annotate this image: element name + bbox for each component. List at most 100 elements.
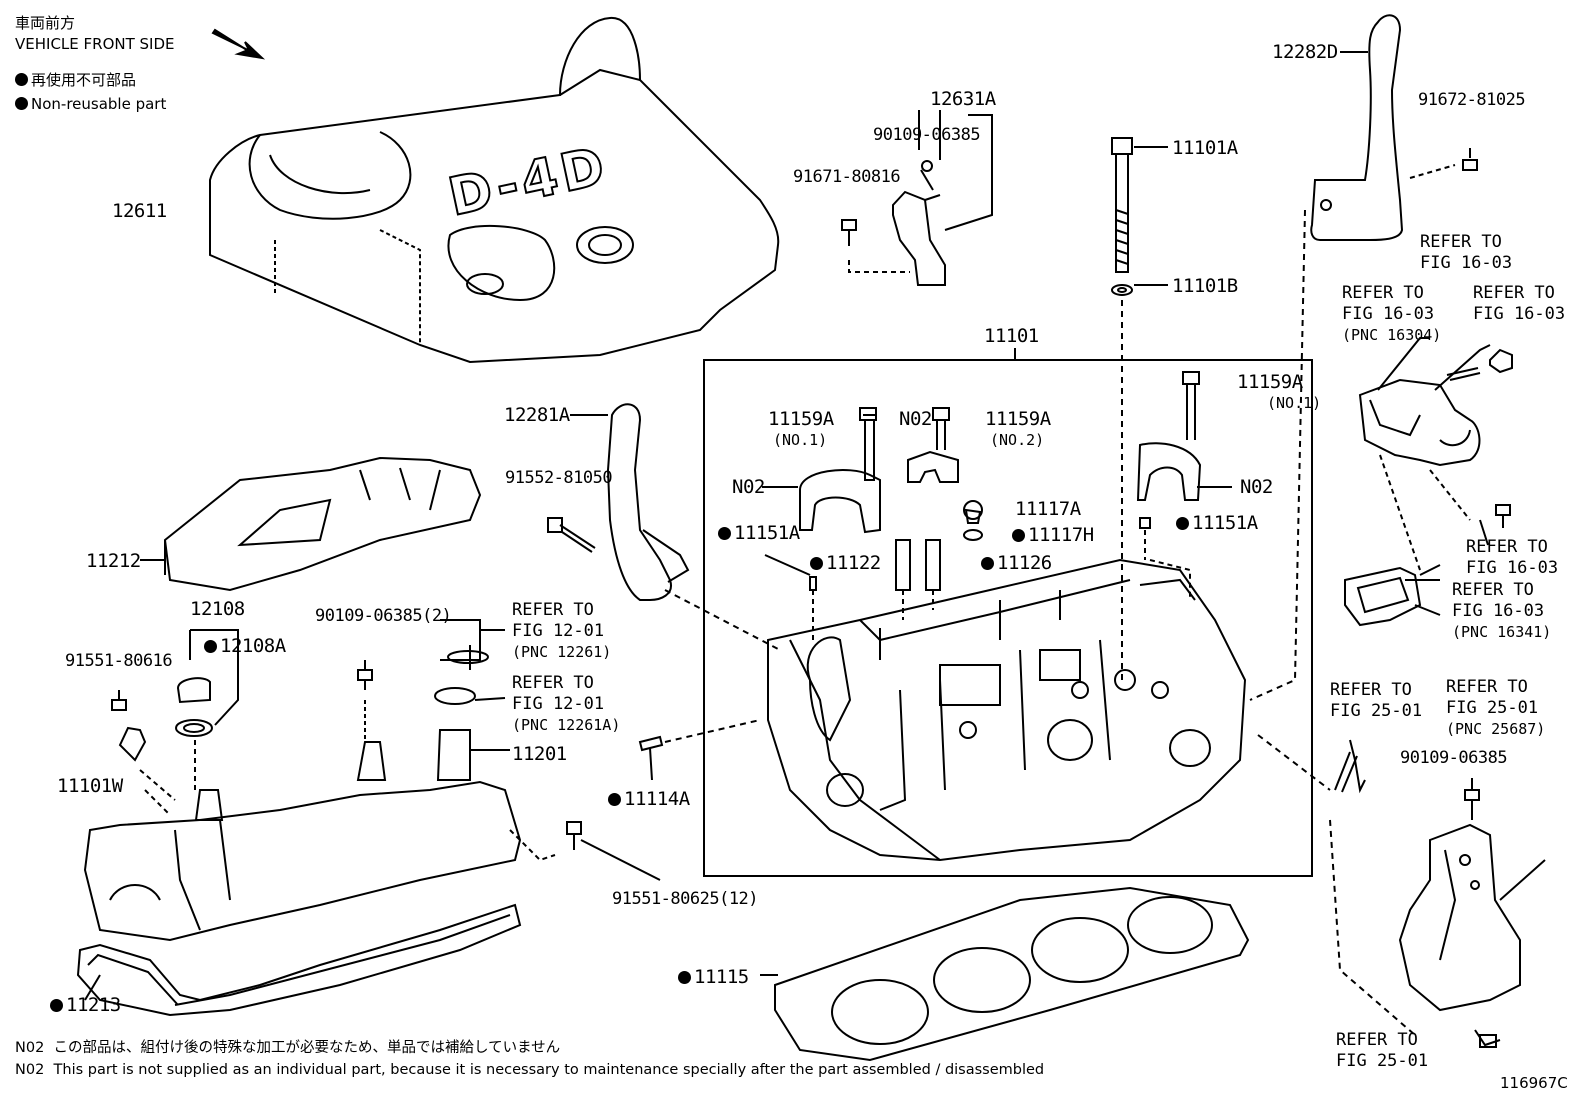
refer-line2: FIG 25-01 [1330, 701, 1423, 721]
label-n02-mid: N02 [899, 408, 932, 430]
label-91551-80616: 91551-80616 [65, 651, 173, 671]
note-en-code: N02 [15, 1062, 45, 1078]
refer-line1: REFER TO [1342, 283, 1424, 303]
refer-line2: FIG 16-03 [1466, 558, 1559, 578]
label-12611: 12611 [112, 200, 167, 222]
refer-fig-12-01-a[interactable]: REFER TO FIG 12-01 (PNC 12261) [512, 600, 611, 663]
label-11151a-right: 11151A [1176, 513, 1258, 533]
bracket-12631a [841, 110, 993, 286]
label-11101w: 11101W [57, 775, 123, 797]
label-n02-left: N02 [732, 476, 765, 498]
label-11159a-no1-left-sub: (NO.1) [773, 431, 828, 449]
refer-line1: REFER TO [1336, 1030, 1418, 1050]
label-11159a-no1-left: 11159A [768, 408, 834, 430]
refer-fig-16-03-b[interactable]: REFER TO FIG 16-03 (PNC 16304) [1342, 283, 1441, 346]
refer-line1: REFER TO [512, 600, 594, 620]
label-11117h: 11117H [1012, 525, 1094, 545]
label-11114a: 11114A [608, 789, 690, 809]
label-12108: 12108 [190, 598, 245, 620]
note-en-text: This part is not supplied as an individu… [53, 1062, 1045, 1078]
refer-line1: REFER TO [1466, 537, 1548, 557]
label-n02-right: N02 [1240, 476, 1273, 498]
cylinder-head [767, 558, 1247, 862]
note-jp-code: N02 [15, 1040, 45, 1056]
oil-filler-cap [175, 629, 239, 790]
label-90109-06385-right: 90109-06385 [1400, 748, 1508, 768]
refer-line1: REFER TO [1473, 283, 1555, 303]
label-91671-80816: 91671-80816 [793, 167, 901, 187]
label-11122: 11122 [810, 553, 881, 573]
note-jp: N02 この部品は、組付け後の特殊な加工が必要なため、単品では補給していません [15, 1040, 560, 1057]
label-12631a: 12631A [930, 88, 996, 110]
label-91551-80625: 91551-80625(12) [612, 889, 759, 909]
label-11151a-left: 11151A [718, 523, 800, 543]
note-jp-text: この部品は、組付け後の特殊な加工が必要なため、単品では補給していません [53, 1040, 561, 1056]
refer-line3: (PNC 25687) [1446, 720, 1546, 738]
label-11201: 11201 [512, 743, 567, 765]
diagram-id: 116967C [1500, 1074, 1568, 1092]
label-90109-06385-2: 90109-06385(2) [315, 606, 452, 626]
label-91672-81025: 91672-81025 [1418, 90, 1526, 110]
refer-fig-16-03-c[interactable]: REFER TO FIG 16-03 [1473, 283, 1565, 325]
label-11159a-no1-right-sub: (NO.1) [1267, 394, 1322, 412]
refer-line3: (PNC 12261A) [512, 716, 621, 734]
refer-fig-25-01-a[interactable]: REFER TO FIG 25-01 [1330, 680, 1422, 722]
nonreuse-label-jp: 再使用不可部品 [15, 72, 136, 89]
engine-hanger [1257, 734, 1546, 1048]
label-11101a: 11101A [1172, 137, 1238, 159]
label-11159a-no1-right: 11159A [1237, 371, 1303, 393]
bracket-12281a [547, 403, 781, 651]
refer-fig-25-01-c[interactable]: REFER TO FIG 25-01 [1336, 1030, 1428, 1072]
head-gasket [760, 886, 1250, 1062]
label-11212: 11212 [86, 550, 141, 572]
label-11101b: 11101B [1172, 275, 1238, 297]
label-90109-06385-top: 90109-06385 [873, 125, 981, 145]
bolt-11101a [1111, 137, 1168, 680]
label-12282d: 12282D [1272, 41, 1338, 63]
camshaft-caps [762, 371, 1232, 640]
label-11101: 11101 [984, 325, 1039, 347]
label-11159a-no2: 11159A [985, 408, 1051, 430]
refer-line2: FIG 12-01 [512, 694, 605, 714]
front-label-en: VEHICLE FRONT SIDE [15, 35, 175, 53]
label-91552-81050: 91552-81050 [505, 468, 613, 488]
front-arrow-icon [211, 28, 266, 60]
refer-fig-16-03-d[interactable]: REFER TO FIG 16-03 [1466, 537, 1558, 579]
refer-line3: (PNC 16341) [1452, 623, 1552, 641]
refer-line2: FIG 16-03 [1420, 253, 1513, 273]
label-11126: 11126 [981, 553, 1052, 573]
water-outlet [1344, 337, 1513, 627]
nonreuse-label-en: Non-reusable part [15, 96, 166, 113]
engine-cover [209, 16, 780, 364]
refer-line3: (PNC 16304) [1342, 326, 1442, 344]
label-12281a: 12281A [504, 404, 570, 426]
pin-11114a [638, 719, 761, 781]
refer-line2: FIG 25-01 [1446, 698, 1539, 718]
note-en: N02 This part is not supplied as an indi… [15, 1062, 1044, 1079]
front-label-jp: 車両前方 [15, 14, 76, 32]
label-11117a: 11117A [1015, 498, 1081, 520]
refer-line2: FIG 12-01 [512, 621, 605, 641]
label-11213: 11213 [50, 995, 121, 1015]
refer-line3: (PNC 12261) [512, 643, 612, 661]
engine-cover-lower-11212 [140, 456, 482, 592]
bracket-12282d [1249, 14, 1478, 701]
valve-cover [76, 619, 661, 1017]
refer-fig-16-03-e[interactable]: REFER TO FIG 16-03 (PNC 16341) [1452, 580, 1551, 643]
refer-line2: FIG 16-03 [1452, 601, 1545, 621]
refer-fig-16-03-a[interactable]: REFER TO FIG 16-03 [1420, 232, 1512, 274]
refer-line1: REFER TO [1330, 680, 1412, 700]
refer-line2: FIG 16-03 [1473, 304, 1566, 324]
refer-line2: FIG 25-01 [1336, 1051, 1429, 1071]
label-11115: 11115 [678, 967, 749, 987]
label-11159a-no2-sub: (NO.2) [990, 431, 1045, 449]
refer-line1: REFER TO [512, 673, 594, 693]
refer-line1: REFER TO [1420, 232, 1502, 252]
refer-line1: REFER TO [1452, 580, 1534, 600]
refer-line2: FIG 16-03 [1342, 304, 1435, 324]
refer-fig-25-01-b[interactable]: REFER TO FIG 25-01 (PNC 25687) [1446, 677, 1545, 740]
label-12108a: 12108A [204, 636, 286, 656]
refer-fig-12-01-b[interactable]: REFER TO FIG 12-01 (PNC 12261A) [512, 673, 620, 736]
